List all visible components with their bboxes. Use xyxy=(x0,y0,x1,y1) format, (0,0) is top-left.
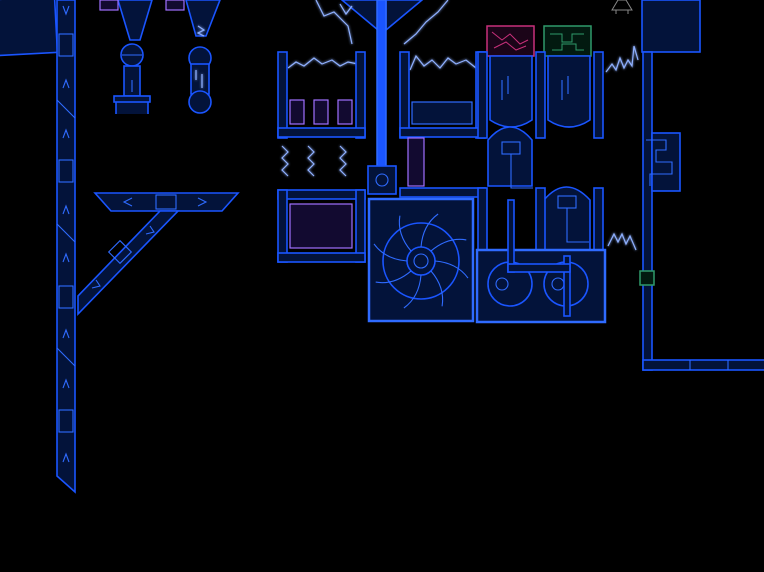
turbine-blade xyxy=(373,243,408,262)
green-chip-circuit xyxy=(550,33,584,51)
robot-arm-left xyxy=(99,0,153,114)
triangle-shelf-bracket xyxy=(77,192,240,316)
electric-spark-lower xyxy=(607,232,637,251)
fan-turbine xyxy=(367,197,475,323)
wall-pillar-left xyxy=(56,0,76,494)
turbine-blade xyxy=(403,274,422,309)
turbine-blade xyxy=(398,215,412,252)
piston-machine xyxy=(475,199,607,324)
turbine-blade xyxy=(420,213,439,248)
green-circuit-chip xyxy=(543,25,592,57)
turbine-blade xyxy=(375,270,412,284)
robot-arm-right xyxy=(165,0,221,114)
corner-block xyxy=(0,0,59,57)
tesla-generator-cage-2 xyxy=(399,0,486,187)
capsule-columns xyxy=(477,51,604,275)
turbine-blades xyxy=(373,213,469,309)
electric-spark xyxy=(605,45,639,73)
turbine-blade xyxy=(430,270,444,307)
green-switch[interactable] xyxy=(639,270,655,286)
pillar-arrow-marks xyxy=(56,5,76,463)
ghost-lamp-icon xyxy=(611,0,633,14)
right-wall-frame xyxy=(641,0,764,371)
tesla-generator-cage xyxy=(277,0,366,177)
turbine-blade xyxy=(430,238,467,252)
turbine-blade xyxy=(434,260,469,279)
magenta-chip-circuit xyxy=(491,31,529,51)
lower-cage xyxy=(277,187,486,263)
